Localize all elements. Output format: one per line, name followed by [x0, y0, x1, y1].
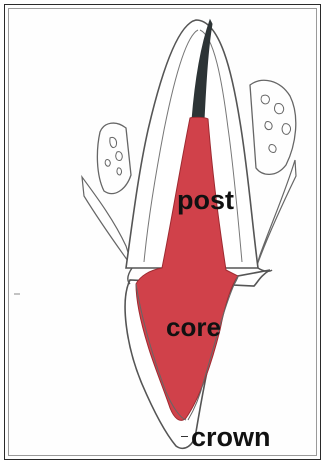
left-bone: [97, 123, 131, 193]
right-bone-trabecula: [275, 104, 284, 114]
left-bone-trabecula: [117, 168, 122, 175]
right-bone-trabecula: [265, 122, 272, 130]
right-bone-trabecula: [269, 145, 276, 153]
right-bone-trabecula: [261, 95, 269, 104]
label-crown: crown: [191, 424, 271, 451]
label-core: core: [166, 314, 221, 340]
left-bone-trabecula: [110, 137, 117, 147]
right-bone: [250, 80, 296, 174]
right-bone-trabecula: [282, 124, 290, 135]
left-bone-trabecula: [116, 152, 122, 161]
left-bone-trabecula: [105, 160, 110, 167]
right-gingiva: [256, 160, 296, 268]
crown-leader-line: [181, 436, 188, 437]
left-gingiva: [82, 177, 133, 268]
label-post: post: [177, 187, 234, 214]
